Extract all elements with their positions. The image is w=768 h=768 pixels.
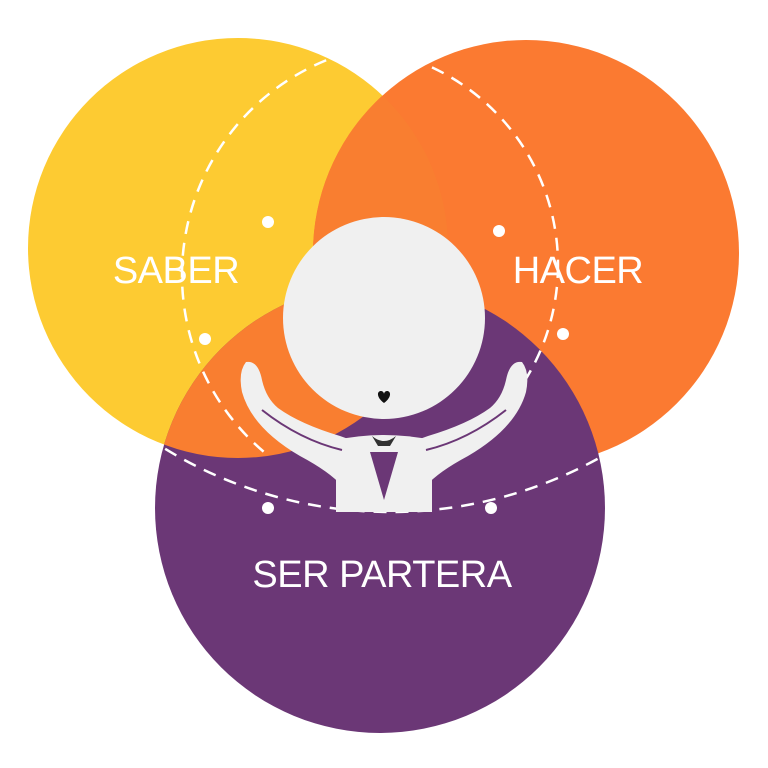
arc-dot: [493, 225, 505, 237]
arc-dots: [199, 216, 569, 514]
label-ser-partera: SER PARTERA: [252, 554, 512, 596]
dashed-arcs: [0, 0, 768, 512]
label-saber: SABER: [113, 250, 239, 292]
arc-dot: [199, 333, 211, 345]
label-hacer: HACER: [513, 250, 644, 292]
heart-icon: [377, 391, 391, 403]
arc-dot: [262, 502, 274, 514]
head-circle: [283, 217, 485, 419]
arc-dot: [262, 216, 274, 228]
arc-dot: [557, 328, 569, 340]
arc-dot: [485, 502, 497, 514]
person-in-hands-icon: [240, 217, 528, 512]
